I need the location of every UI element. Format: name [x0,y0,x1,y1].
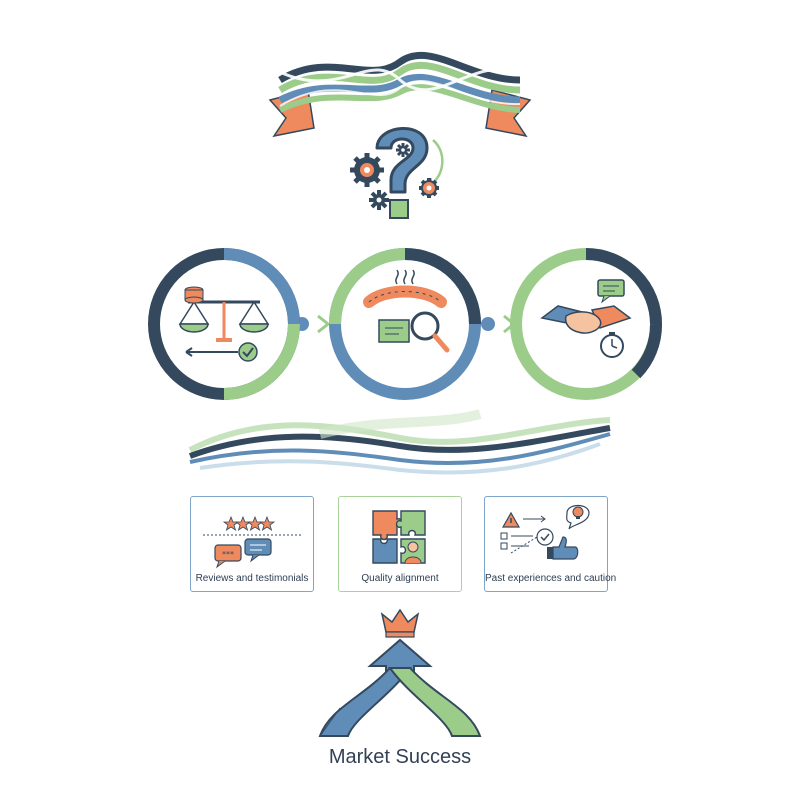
crown-icon [380,608,420,638]
sausage-inspection-icon [363,269,450,353]
merging-arrows-icon [318,608,482,737]
wave-divider [188,409,611,475]
puzzle-icon [372,510,426,564]
stage-ring-3 [510,248,663,400]
card-label: Quality alignment [361,573,439,584]
warning-checklist-icon [500,504,590,560]
question-gears-icon [350,127,444,219]
svg-text:***: *** [222,550,234,559]
stage-ring-1 [148,248,300,400]
card-caution: Past experiences and caution [484,496,617,592]
card-reviews: *** Reviews and testimonials [190,496,314,592]
braided-banner-icon [268,52,532,138]
process-stages [148,248,663,400]
card-quality: Quality alignment [338,496,462,592]
card-label: Reviews and testimonials [195,573,309,584]
stage-connector-2 [481,314,517,334]
rating-chat-icon: *** [203,515,303,569]
card-label: Past experiences and caution [485,573,617,584]
stage-ring-2 [329,248,481,400]
market-success-label: Market Success [328,746,472,768]
balance-scale-icon [178,286,270,362]
handshake-icon [540,279,632,358]
